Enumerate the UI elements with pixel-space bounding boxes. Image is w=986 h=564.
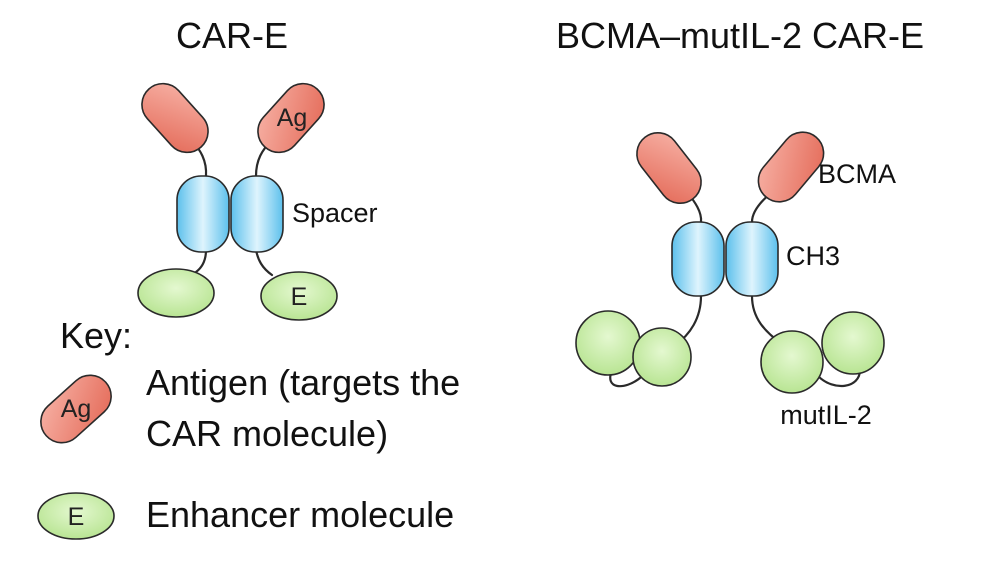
- enhancer-domain-right: [260, 271, 338, 321]
- bcma-domain-left: [636, 132, 702, 204]
- key-enhancer-text: Enhancer molecule: [146, 494, 454, 535]
- key-antigen-text-line2: CAR molecule): [146, 413, 388, 454]
- key-heading: Key:: [60, 315, 132, 356]
- mutil2-domain-right-inner: [760, 330, 824, 394]
- antigen-label: Ag: [277, 104, 308, 132]
- bcma-domain-right: [757, 131, 825, 203]
- spacer-domain-left: [176, 175, 230, 253]
- car-e-molecule: Ag Spacer E: [137, 82, 378, 321]
- bcma-mutil2-car-e-molecule: BCMA CH3 mutIL-2: [575, 131, 896, 430]
- antigen-domain-right: [257, 82, 325, 154]
- enhancer-label: E: [291, 283, 308, 311]
- bcma-label: BCMA: [818, 159, 896, 189]
- key-antigen-icon: [40, 374, 112, 444]
- key-enhancer-icon: [37, 492, 115, 540]
- left-title: CAR-E: [176, 15, 288, 56]
- mutil2-domain-left-outer: [575, 310, 641, 376]
- left-lower-linker-right: [254, 248, 274, 277]
- enhancer-domain-left: [137, 268, 215, 318]
- spacer-label: Spacer: [292, 198, 378, 228]
- spacer-domain-right: [230, 175, 284, 253]
- mutil2-linker-right: [816, 368, 862, 388]
- ch3-domain-left: [671, 221, 725, 297]
- left-lower-linker-left: [194, 248, 208, 274]
- mutil2-domain-left-inner: [632, 327, 692, 387]
- mutil2-domain-right-outer: [821, 311, 885, 375]
- right-title: BCMA–mutIL-2 CAR-E: [556, 15, 924, 56]
- legend-key: Key: Ag Antigen (targets the CAR molecul…: [37, 315, 460, 540]
- ch3-domain-right: [725, 221, 779, 297]
- key-antigen-text-line1: Antigen (targets the: [146, 362, 460, 403]
- antigen-domain-left: [141, 82, 209, 154]
- key-antigen-icon-label: Ag: [61, 395, 92, 423]
- ch3-label: CH3: [786, 241, 840, 271]
- key-enhancer-icon-label: E: [68, 503, 85, 531]
- mutil2-label: mutIL-2: [780, 400, 872, 430]
